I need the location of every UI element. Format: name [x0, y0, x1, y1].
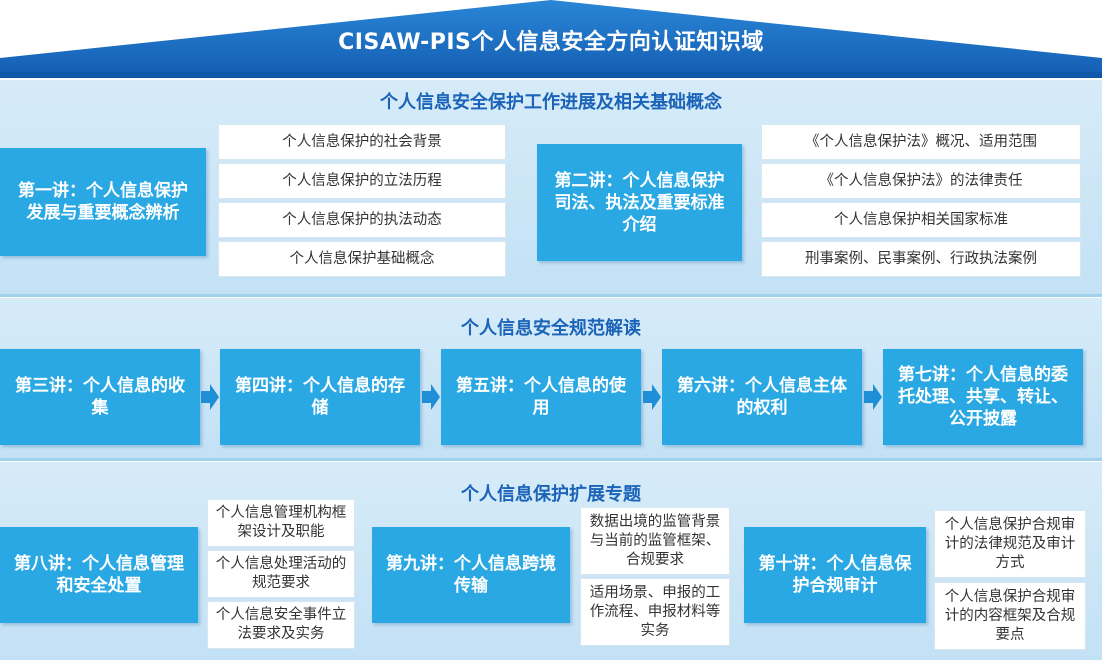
- topic-box: 个人信息保护合规审计的内容框架及合规要点: [934, 582, 1086, 650]
- lecture-4-box: 第四讲：个人信息的存储: [220, 349, 420, 445]
- arrow-right-icon: [864, 384, 882, 410]
- lecture-9-box: 第九讲：个人信息跨境传输: [372, 527, 570, 623]
- page-title: CISAW-PIS个人信息安全方向认证知识域: [338, 30, 764, 55]
- lecture-7-box: 第七讲：个人信息的委托处理、共享、转让、公开披露: [883, 349, 1083, 445]
- topic-box: 个人信息保护基础概念: [218, 241, 506, 277]
- arrow-right-icon: [643, 384, 661, 410]
- header-roof: [0, 0, 1102, 78]
- arrow-right-icon: [422, 384, 440, 410]
- lecture-3-box: 第三讲：个人信息的收集: [0, 349, 200, 445]
- topic-box: 适用场景、申报的工作流程、申报材料等实务: [580, 578, 730, 646]
- lecture-10-box: 第十讲：个人信息保护合规审计: [744, 527, 926, 623]
- topic-box: 《个人信息保护法》的法律责任: [761, 163, 1081, 199]
- topic-box: 《个人信息保护法》概况、适用范围: [761, 124, 1081, 160]
- topic-box: 个人信息保护的立法历程: [218, 163, 506, 199]
- topic-box: 个人信息保护合规审计的法律规范及审计方式: [934, 510, 1086, 578]
- section-divider: [0, 458, 1102, 461]
- topic-box: 个人信息保护的社会背景: [218, 124, 506, 160]
- section-title-basic: 个人信息安全保护工作进展及相关基础概念: [380, 92, 722, 113]
- lecture-5-box: 第五讲：个人信息的使用: [441, 349, 641, 445]
- topic-box: 个人信息处理活动的规范要求: [207, 550, 355, 598]
- lecture-6-box: 第六讲：个人信息主体的权利: [662, 349, 862, 445]
- lecture-2-box: 第二讲：个人信息保护司法、执法及重要标准介绍: [537, 144, 742, 261]
- section-title-spec: 个人信息安全规范解读: [461, 318, 641, 339]
- section-divider: [0, 294, 1102, 297]
- topic-box: 个人信息保护相关国家标准: [761, 202, 1081, 238]
- topic-box: 数据出境的监管背景与当前的监管框架、合规要求: [580, 507, 730, 575]
- topic-box: 个人信息管理机构框架设计及职能: [207, 499, 355, 547]
- arrow-right-icon: [201, 384, 219, 410]
- lecture-8-box: 第八讲：个人信息管理和安全处置: [0, 527, 198, 623]
- topic-box: 个人信息保护的执法动态: [218, 202, 506, 238]
- topic-box: 个人信息安全事件立法要求及实务: [207, 601, 355, 649]
- section-title-extension: 个人信息保护扩展专题: [461, 484, 641, 505]
- topic-box: 刑事案例、民事案例、行政执法案例: [761, 241, 1081, 277]
- lecture-1-box: 第一讲：个人信息保护发展与重要概念辨析: [0, 148, 206, 256]
